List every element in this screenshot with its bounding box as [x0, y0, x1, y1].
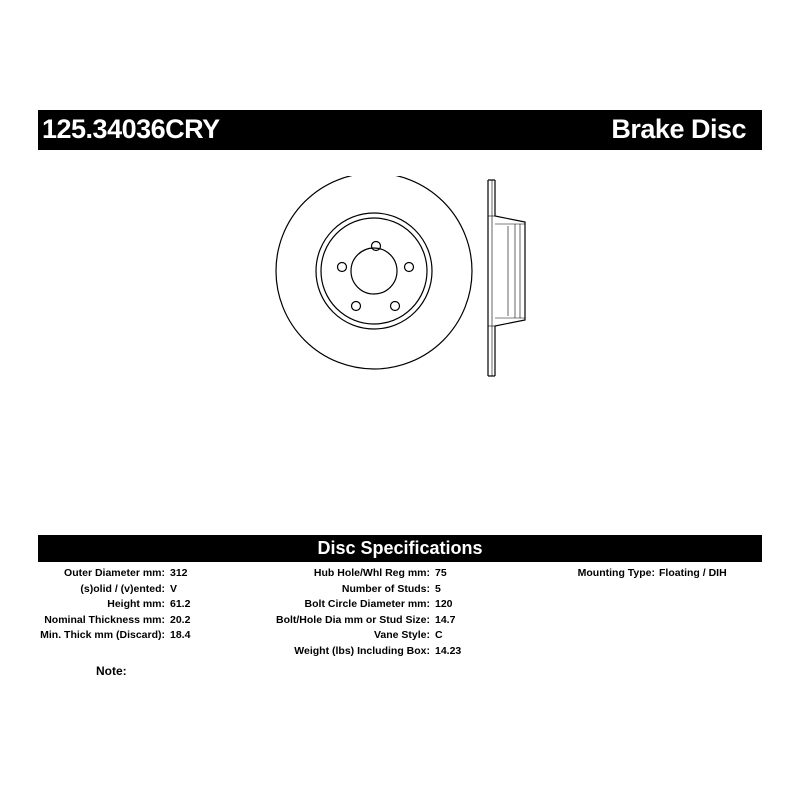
- part-number: 125.34036CRY: [42, 114, 220, 144]
- spec-label: Outer Diameter mm:: [64, 567, 165, 579]
- bolt-hole: [370, 240, 382, 252]
- spec-value: 20.2: [170, 613, 191, 626]
- spec-label: Mounting Type:: [577, 567, 655, 579]
- spec-label: Hub Hole/Whl Reg mm:: [313, 567, 430, 579]
- spec-value: 14.23: [435, 644, 462, 657]
- spec-label: Height mm:: [107, 598, 165, 610]
- center-bore: [350, 247, 398, 295]
- spec-row: Number of Studs: 5: [0, 582, 441, 598]
- bolt-hole: [336, 261, 348, 273]
- spec-row: Vane Style: C: [0, 628, 443, 644]
- product-type: Brake Disc: [611, 114, 746, 144]
- spec-label: Weight (lbs) Including Box:: [294, 644, 430, 657]
- spec-row: Hub Hole/Whl Reg mm: 75: [0, 566, 447, 582]
- spec-row: Nominal Thickness mm: 20.2: [0, 613, 190, 629]
- spec-value: C: [435, 629, 443, 641]
- bolt-hole: [350, 300, 362, 312]
- spec-row: Min. Thick mm (Discard): 18.4: [0, 628, 190, 644]
- spec-row: Height mm: 61.2: [0, 597, 190, 613]
- specs-column-1: Outer Diameter mm: 312 (s)olid / (v)ented…: [0, 566, 190, 644]
- spec-label: Bolt/Hole Dia mm or Stud Size:: [275, 613, 430, 626]
- spec-value: 312: [170, 567, 188, 579]
- specs-column-2: Hub Hole/Whl Reg mm: 75 Number of Studs: 5…: [0, 566, 461, 660]
- disc-outer-edge: [275, 176, 473, 370]
- bolt-hole: [403, 261, 415, 273]
- bolt-hole: [389, 300, 401, 312]
- spec-value: 75: [435, 567, 447, 579]
- spec-row: Bolt/Hole Dia mm or Stud Size: 14.7: [0, 613, 455, 629]
- spec-label: Min. Thick mm (Discard):: [40, 629, 165, 641]
- brake-disc-drawing: [275, 176, 526, 377]
- spec-value: 5: [435, 582, 441, 595]
- spec-label: Bolt Circle Diameter mm:: [304, 598, 430, 610]
- spec-row: Outer Diameter mm: 312: [0, 566, 187, 582]
- spec-value: V: [170, 582, 178, 595]
- spec-label: Nominal Thickness mm:: [44, 613, 165, 626]
- spec-row: Weight (lbs) Including Box: 14.23: [0, 644, 461, 660]
- spec-row: Mounting Type: Floating / DIH: [0, 566, 727, 582]
- disc-hat-outer: [315, 212, 433, 330]
- spec-label: Number of Studs:: [341, 582, 430, 595]
- disc-side-profile: [487, 179, 526, 377]
- note-label: Note:: [96, 664, 127, 678]
- header-bar: 125.34036CRY Brake Disc: [38, 110, 762, 150]
- spec-value: 120: [435, 598, 453, 610]
- spec-value: 18.4: [170, 629, 191, 641]
- disc-hat-inner: [320, 217, 428, 325]
- specs-column-3: Mounting Type: Floating / DIH: [0, 566, 727, 582]
- specs-title-bar: Disc Specifications: [38, 535, 762, 562]
- specs-title: Disc Specifications: [317, 538, 483, 558]
- spec-label: Vane Style:: [373, 629, 430, 641]
- spec-row: (s)olid / (v)ented: V: [0, 582, 177, 598]
- spec-value: Floating / DIH: [659, 567, 727, 579]
- spec-value: 61.2: [170, 598, 191, 610]
- spec-row: Bolt Circle Diameter mm: 120: [0, 597, 453, 613]
- spec-value: 14.7: [435, 613, 456, 626]
- spec-label: (s)olid / (v)ented:: [80, 582, 165, 595]
